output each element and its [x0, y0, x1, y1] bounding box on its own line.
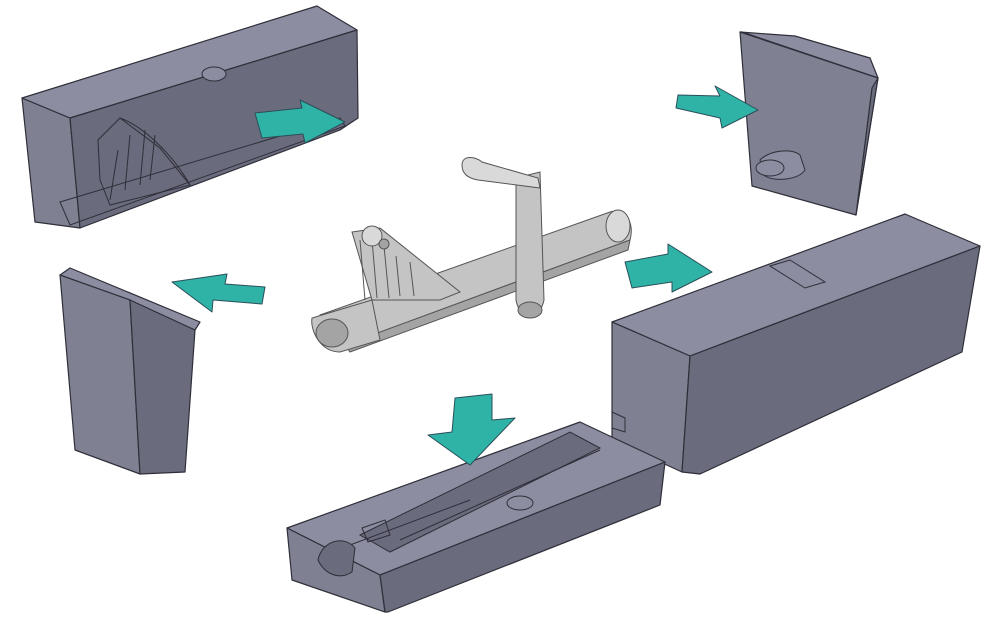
right-block-side-face	[681, 245, 981, 475]
upper-right-wedge-peg-end	[755, 159, 785, 177]
part-post	[515, 171, 545, 317]
bottom-block-end-cavity	[317, 540, 356, 577]
left-wedge-front-right-face	[129, 299, 196, 475]
bottom-block-channel-edges	[349, 449, 601, 546]
arrow-upper-right-shape	[675, 85, 759, 129]
molded-part	[311, 157, 632, 353]
arrow-bottom-shape	[427, 393, 516, 466]
part-pivot	[361, 225, 383, 247]
part-bracket-ribs	[359, 239, 415, 301]
arrow-upper-left-shape	[254, 99, 346, 144]
upper-left-block-dimple	[201, 66, 227, 82]
part-handle	[461, 157, 541, 189]
arrow-left-shape	[171, 273, 266, 313]
part-open-end-bore	[315, 318, 349, 348]
bottom-block-side-face	[379, 461, 666, 613]
bottom-block-slot	[361, 519, 391, 543]
upper-left-mold-block	[21, 5, 359, 229]
bottom-block-hole	[506, 495, 534, 511]
arrow-upper-right	[675, 85, 759, 129]
right-block-slot	[768, 259, 827, 289]
upper-right-mold-wedge	[739, 31, 879, 216]
upper-left-block-arc	[119, 117, 191, 186]
bottom-block-channel	[358, 431, 602, 553]
upper-left-block-ribs	[109, 129, 156, 201]
upper-right-wedge-edge	[855, 77, 879, 216]
arrow-upper-left	[254, 99, 346, 144]
right-block-notch	[611, 411, 626, 433]
arrow-right	[624, 243, 713, 293]
bottom-mold-block	[286, 421, 666, 613]
arrow-right-shape	[624, 243, 713, 293]
part-post-tip	[517, 301, 543, 319]
part-pivot-pin	[378, 238, 390, 250]
right-mold-block	[611, 213, 981, 475]
left-wedge-front-left-face	[59, 274, 141, 475]
arrow-left	[171, 273, 266, 313]
upper-left-block-channel	[59, 117, 346, 226]
left-mold-wedge	[59, 267, 201, 475]
part-tube-end	[605, 209, 631, 243]
arrow-bottom	[427, 393, 516, 466]
